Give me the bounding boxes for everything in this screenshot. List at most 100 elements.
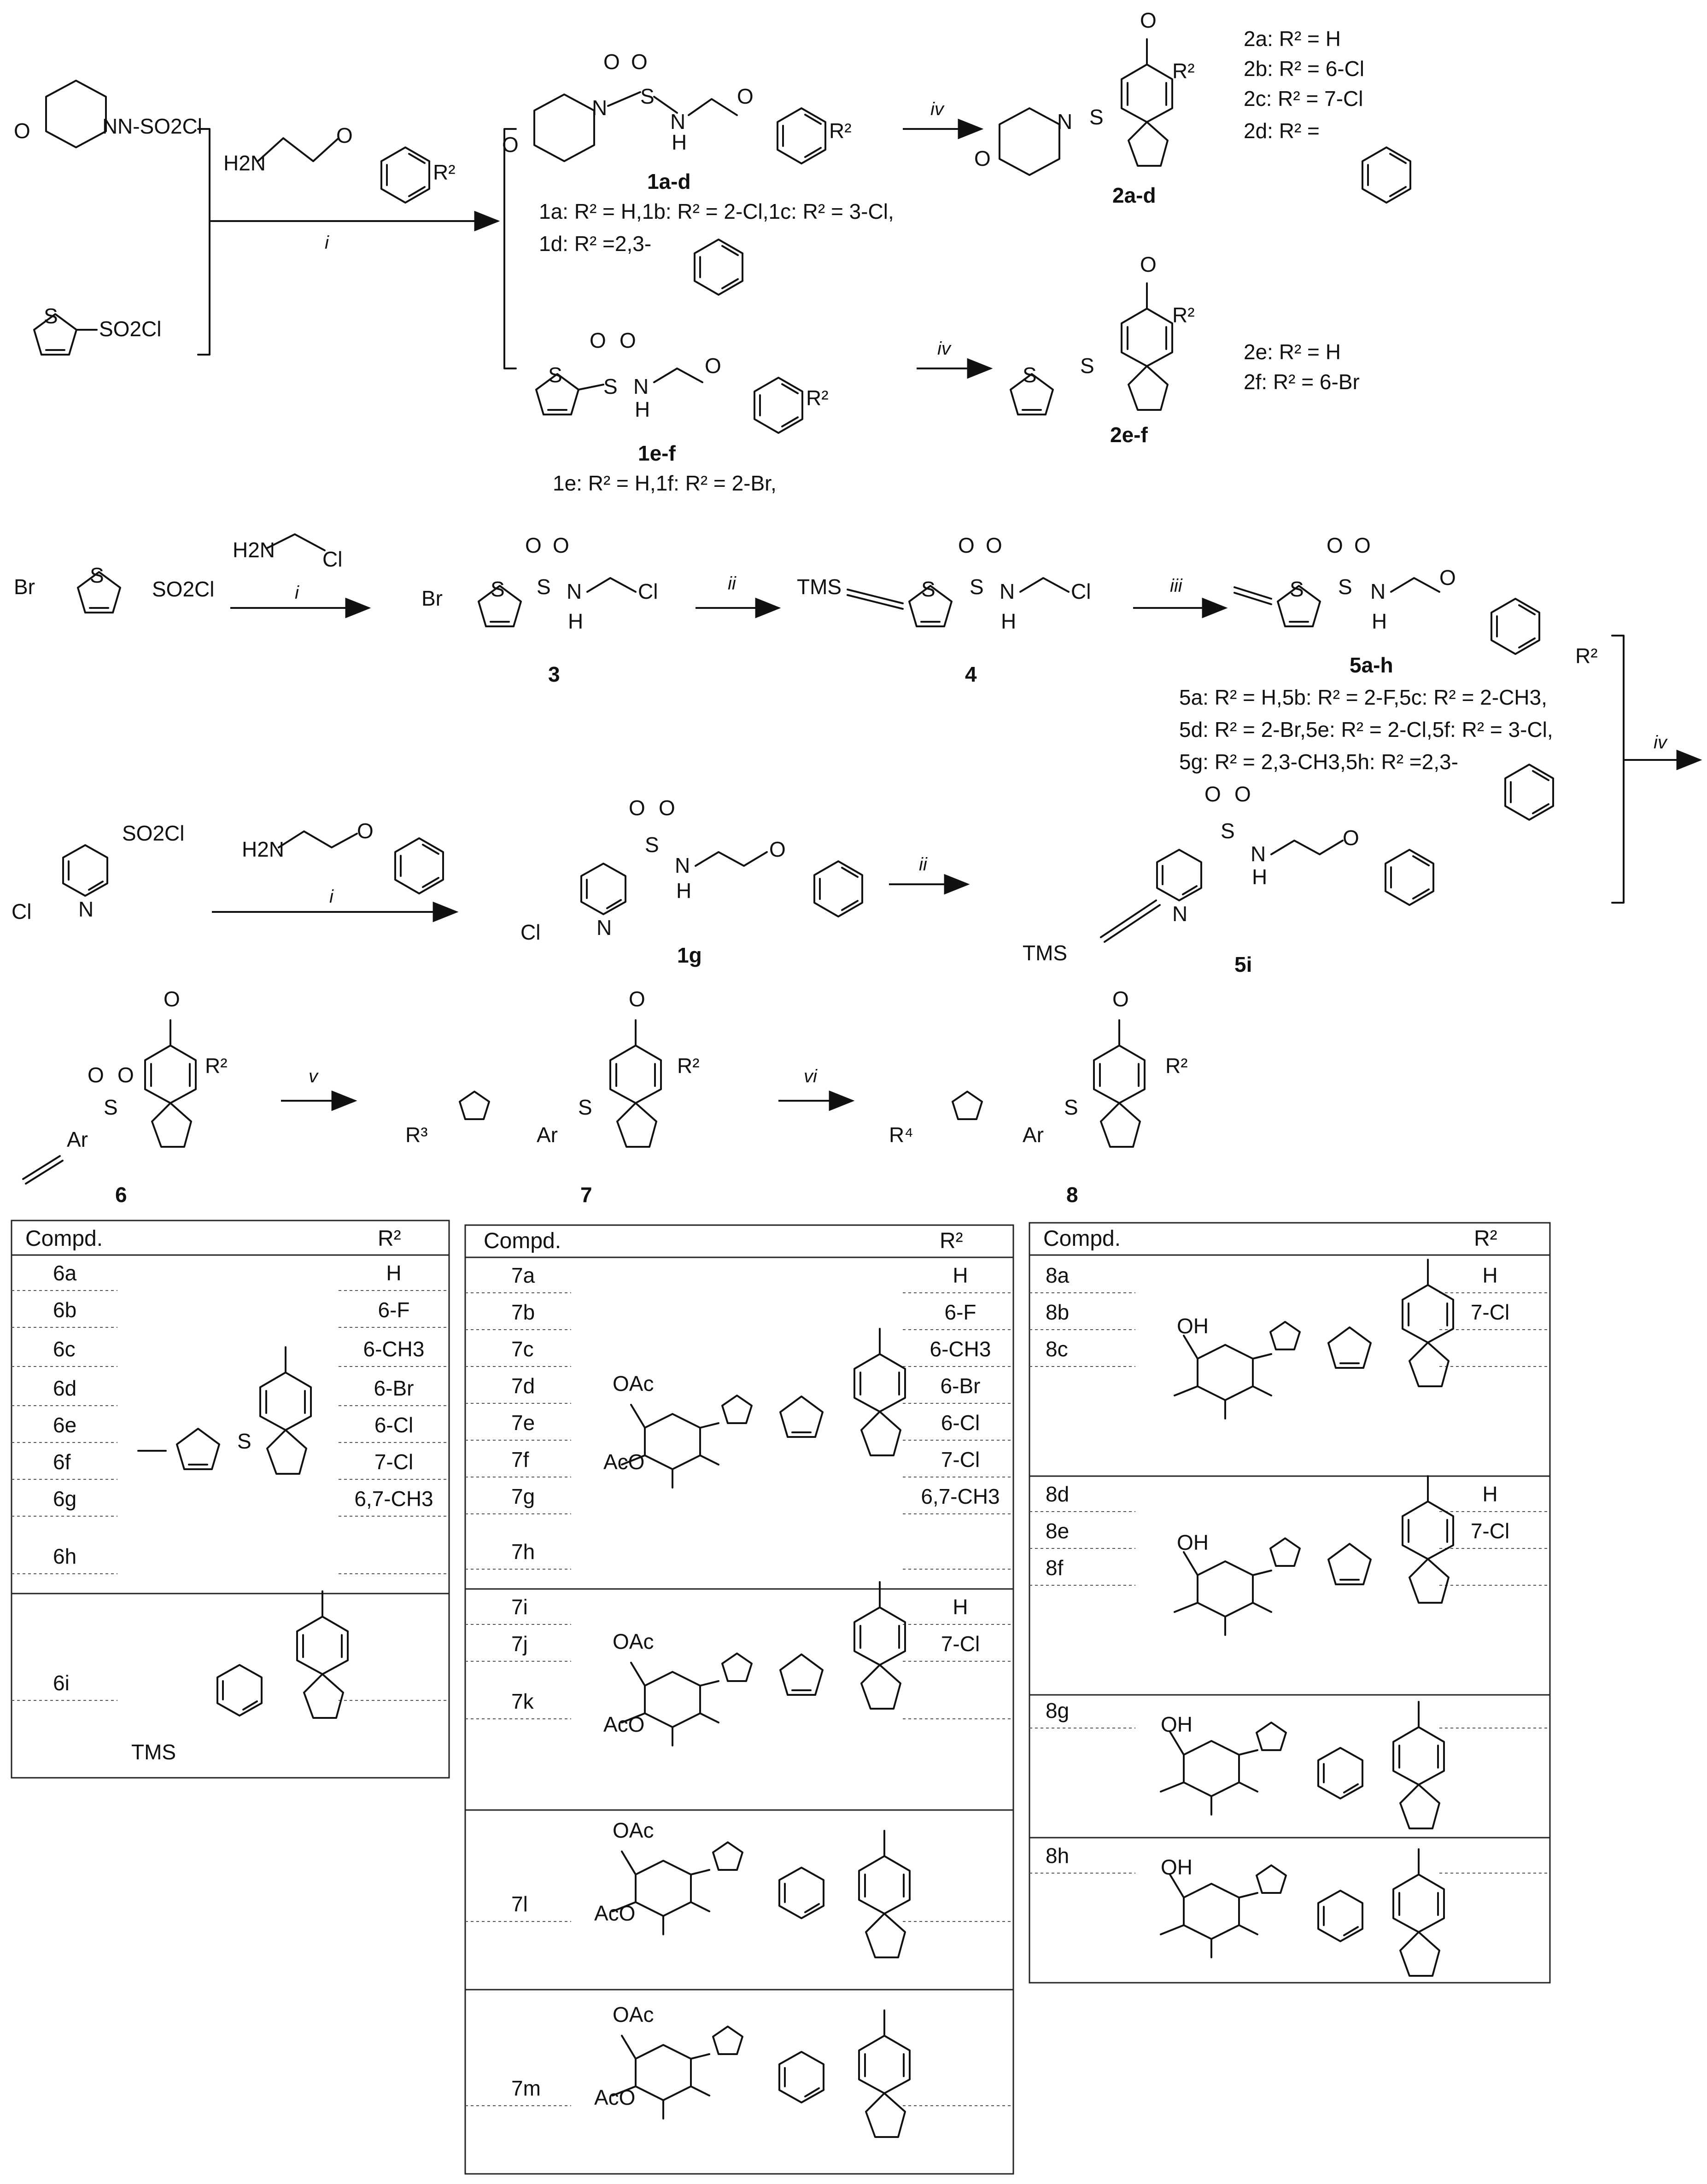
morpholine-so2cl-label: N-SO2Cl (117, 114, 202, 138)
c5-o1: O (1327, 533, 1343, 557)
step-iv-row1a: iv (930, 99, 945, 119)
t7b-oac: OAc (613, 1629, 654, 1653)
table8-id-8d: 8d (1046, 1482, 1069, 1506)
1ad-s: S (640, 84, 655, 108)
table8-id-8c: 8c (1046, 1337, 1068, 1361)
t7a-aco: AcO (603, 1450, 644, 1474)
table7-id-7e: 7e (511, 1411, 535, 1435)
step-vi: vi (804, 1066, 818, 1086)
g8-s: S (1064, 1095, 1078, 1119)
row2-br: Br (14, 575, 35, 599)
desc-1e-f: 1e: R² = H,1f: R² = 2-Br, (553, 471, 777, 495)
pyridine-ring (216, 1664, 263, 1717)
table7-structure-7l: OAc AcO (594, 1818, 911, 1958)
table6-r2-6e: 6-Cl (374, 1413, 413, 1437)
row3-cl: Cl (12, 899, 31, 923)
table8-structure-8h: OH (1160, 1848, 1445, 1977)
2ad-n1: N (1057, 110, 1072, 134)
g8-r4: R⁴ (889, 1123, 913, 1147)
compound-1ef: S S O O N H O R² 1e-f 1e: R² = H,1f: R² … (535, 328, 829, 495)
2ad-o: O (974, 146, 991, 170)
1g-s: S (645, 833, 659, 857)
c3-s: S (537, 575, 551, 599)
table6-r2-6f: 7-Cl (374, 1450, 413, 1474)
5i-o3: O (1343, 826, 1359, 850)
1ef-r2: R² (806, 386, 829, 410)
table6-id-6f: 6f (53, 1450, 71, 1474)
triazole-ring (1269, 1321, 1301, 1350)
c5-ring-s: S (1290, 577, 1304, 601)
c4-o1: O (958, 533, 975, 557)
thiophene-ring (1327, 1543, 1372, 1585)
table7-id-7l: 7l (511, 1892, 528, 1916)
table7-structure-7m: OAc AcO (594, 2003, 911, 2138)
1ad-o2: O (631, 50, 648, 74)
g6-ar: Ar (67, 1127, 88, 1151)
2ad-r2: R² (1172, 59, 1195, 83)
table7-r2-7i: H (953, 1595, 968, 1619)
table7-id-7k: 7k (511, 1689, 534, 1713)
table7-id-7f: 7f (511, 1448, 529, 1472)
label-1e-f: 1e-f (638, 441, 676, 465)
spiro-ring (1121, 282, 1173, 411)
5i-n2: N (1251, 842, 1266, 866)
label-5a-h: 5a-h (1350, 653, 1393, 677)
table7-id-7i: 7i (511, 1595, 528, 1619)
row4: O R² S O O Ar 6 v R³ Ar S O R² 7 vi R⁴ A… (22, 987, 1188, 1207)
table6-structure: S (137, 1346, 312, 1475)
c5-o3: O (1439, 566, 1456, 590)
table7-structure-b: OAc AcO (603, 1581, 906, 1746)
table8-structure-8g: OH (1160, 1701, 1445, 1829)
c5-h: H (1372, 609, 1387, 633)
t6-s: S (237, 1429, 251, 1453)
table8-id-8a: 8a (1046, 1263, 1070, 1287)
thiophene-so2cl-label: SO2Cl (99, 317, 161, 341)
1ef-s: S (603, 374, 618, 398)
c4-cl: Cl (1071, 579, 1091, 603)
1ad-n: N (592, 96, 607, 120)
1g-o1: O (629, 796, 645, 820)
benzene-ring (1362, 146, 1411, 204)
1ef-o2: O (620, 328, 636, 352)
row2-amine-cl: Cl (322, 547, 342, 571)
table7-id-7j: 7j (511, 1632, 528, 1656)
row3: Cl N SO2Cl H2N O i Cl N S O O N H O 1g i… (12, 782, 1434, 976)
row1-reactants: O N N-SO2Cl S SO2Cl i H2N O R² (14, 80, 500, 356)
table7-structure-a: OAc AcO (603, 1328, 906, 1489)
label-1g: 1g (677, 943, 702, 967)
table7-r2-7j: 7-Cl (941, 1632, 980, 1656)
thiophene-ring (779, 1653, 824, 1696)
compound-1ad: O N S O O N H O R² 1a-d 1a: R² = H,1b: R… (502, 50, 894, 296)
table7-id-7g: 7g (511, 1484, 535, 1508)
table8-r2-8e: 7-Cl (1471, 1519, 1509, 1543)
table8-r2-8a: H (1482, 1263, 1497, 1287)
5i-tms: TMS (1023, 941, 1067, 965)
benzene-ring (813, 860, 863, 917)
pyridine-ring (778, 1867, 824, 1919)
spiro-ring (296, 1590, 349, 1719)
desc-5-line1: 5a: R² = H,5b: R² = 2-F,5c: R² = 2-CH3, (1179, 685, 1547, 709)
row2-amine: H2N (233, 538, 275, 562)
step-i-row3: i (329, 887, 334, 907)
table6-id-6i: 6i (53, 1671, 70, 1695)
spiro-ring (1402, 1475, 1454, 1604)
table7-r2-7b: 6-F (945, 1300, 976, 1324)
table8-header-compd: Compd. (1043, 1226, 1121, 1251)
table6-r2-6c: 6-CH3 (363, 1337, 425, 1361)
pyridine-ring (1317, 1890, 1363, 1942)
1ad-morph-o: O (502, 133, 519, 157)
1g-o3: O (769, 837, 786, 861)
c3-br: Br (421, 586, 443, 610)
table7-r2-7a: H (953, 1263, 968, 1287)
triazole-ring (712, 1841, 743, 1871)
label-8: 8 (1066, 1183, 1078, 1207)
t7b-aco: AcO (603, 1712, 644, 1736)
step-ii-row3: ii (919, 854, 928, 875)
benzene-ring (1385, 849, 1434, 906)
pyridine-ring (778, 2051, 824, 2103)
table8-id-8e: 8e (1046, 1519, 1069, 1543)
c3-ring-s: S (491, 577, 505, 601)
g6-o: O (164, 987, 180, 1011)
2ad-s: S (1089, 105, 1104, 129)
1ef-o3: O (705, 354, 721, 378)
